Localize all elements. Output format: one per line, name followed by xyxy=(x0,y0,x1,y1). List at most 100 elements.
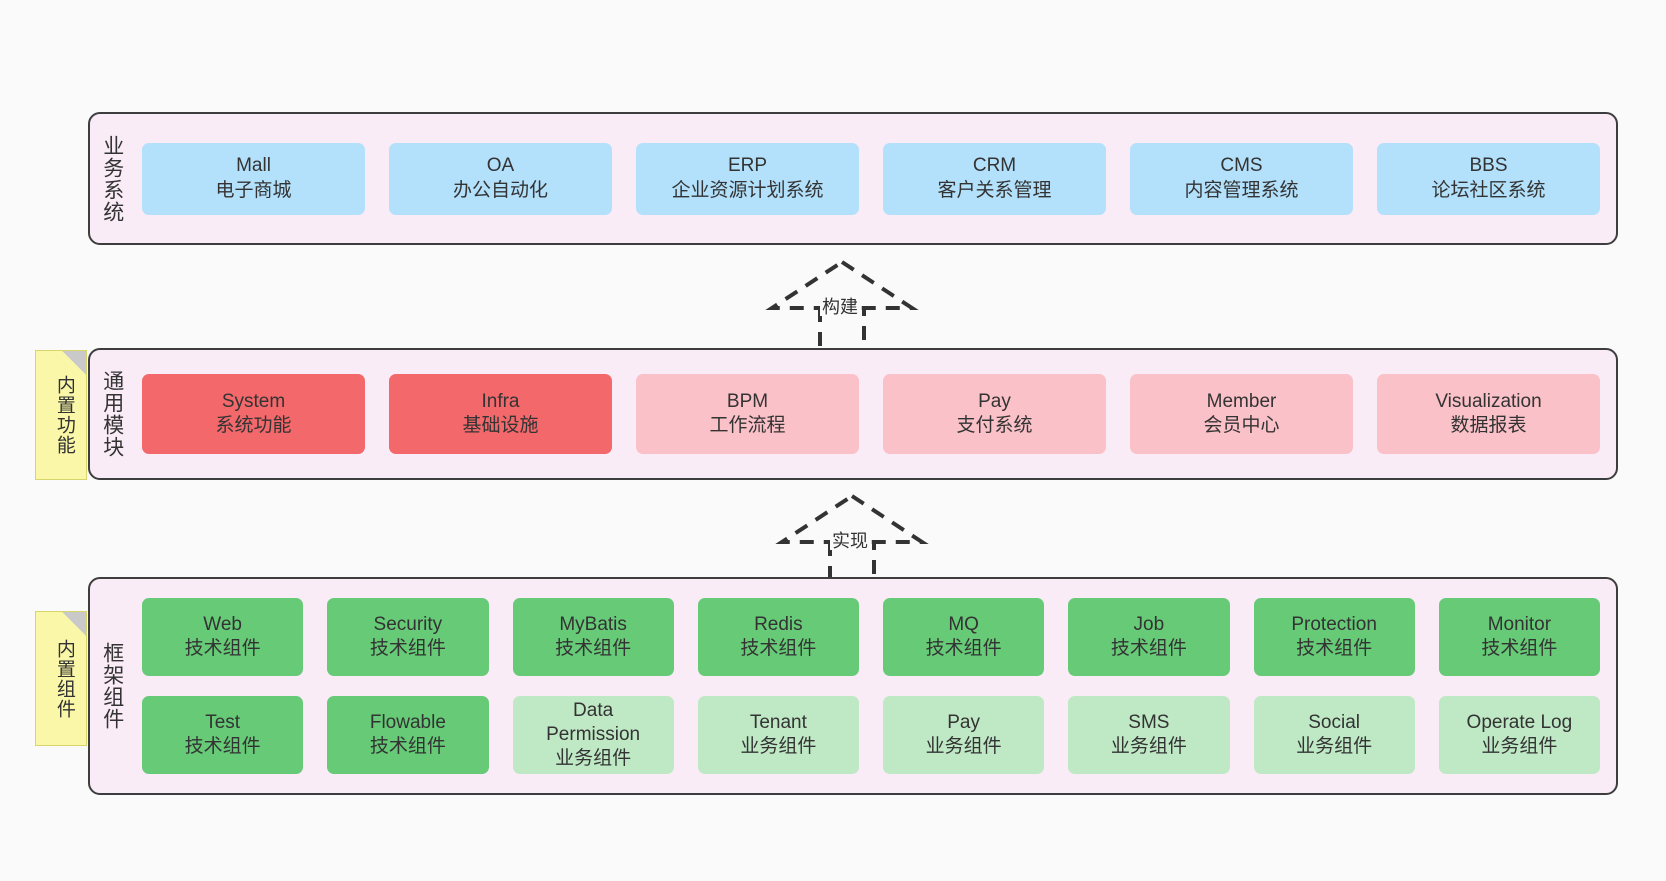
card-title: Protection xyxy=(1291,613,1377,635)
card-visualization[interactable]: Visualization 数据报表 xyxy=(1377,374,1600,454)
card-subtitle: 系统功能 xyxy=(215,415,292,436)
card-title: Security xyxy=(373,613,443,635)
card-operate-log[interactable]: Operate Log 业务组件 xyxy=(1438,696,1600,774)
card-title: BBS xyxy=(1469,155,1508,177)
card-cms[interactable]: CMS 内容管理系统 xyxy=(1130,142,1353,215)
note-fold-icon xyxy=(62,351,86,375)
card-title: OA xyxy=(486,155,515,177)
card-subtitle: 技术组件 xyxy=(184,736,261,757)
connector-implement: 实现 xyxy=(772,490,932,586)
card-subtitle: 技术组件 xyxy=(369,638,446,659)
card-subtitle: 技术组件 xyxy=(369,736,446,757)
card-title: Flowable xyxy=(369,711,446,733)
card-subtitle: 业务组件 xyxy=(1296,736,1373,757)
card-subtitle: 技术组件 xyxy=(555,638,632,659)
layer-label-framework: 框架组件 xyxy=(100,642,124,730)
connector-build: 构建 xyxy=(762,256,922,352)
business-card-row: Mall 电子商城 OA 办公自动化 ERP 企业资源计划系统 CRM 客户关系… xyxy=(142,142,1600,215)
card-subtitle: 技术组件 xyxy=(925,638,1002,659)
layer-framework-components: 框架组件 Web 技术组件 Security 技术组件 MyBatis 技术组件… xyxy=(88,577,1618,795)
card-title: Member xyxy=(1206,390,1277,412)
framework-row-tech: Web 技术组件 Security 技术组件 MyBatis 技术组件 Redi… xyxy=(142,598,1600,676)
card-subtitle: 技术组件 xyxy=(1296,638,1373,659)
note-fold-icon xyxy=(62,612,86,636)
card-title: Redis xyxy=(754,613,803,635)
card-title: Social xyxy=(1308,711,1360,733)
card-subtitle: 电子商城 xyxy=(215,179,292,201)
card-mall[interactable]: Mall 电子商城 xyxy=(142,142,365,215)
card-member[interactable]: Member 会员中心 xyxy=(1130,374,1353,454)
card-infra[interactable]: Infra 基础设施 xyxy=(389,374,612,454)
card-pay-component[interactable]: Pay 业务组件 xyxy=(883,696,1045,774)
modules-card-row: System 系统功能 Infra 基础设施 BPM 工作流程 Pay 支付系统… xyxy=(142,374,1600,454)
card-subtitle: 业务组件 xyxy=(555,748,632,770)
card-title: CMS xyxy=(1220,155,1263,177)
card-social[interactable]: Social 业务组件 xyxy=(1253,696,1415,774)
card-bbs[interactable]: BBS 论坛社区系统 xyxy=(1377,142,1600,215)
card-protection[interactable]: Protection 技术组件 xyxy=(1253,598,1415,676)
card-crm[interactable]: CRM 客户关系管理 xyxy=(883,142,1106,215)
card-subtitle: 会员中心 xyxy=(1203,415,1280,436)
note-label: 内置功能 xyxy=(53,375,75,455)
note-builtin-components: 内置组件 xyxy=(35,611,87,746)
card-title: Tenant xyxy=(749,711,807,733)
card-title: BPM xyxy=(726,390,769,412)
card-title: Operate Log xyxy=(1466,711,1573,733)
card-title-line2: Permission xyxy=(546,723,641,745)
card-subtitle: 技术组件 xyxy=(1481,638,1558,659)
card-subtitle: 工作流程 xyxy=(709,415,786,436)
card-bpm[interactable]: BPM 工作流程 xyxy=(636,374,859,454)
card-subtitle: 技术组件 xyxy=(184,638,261,659)
card-title: Monitor xyxy=(1487,613,1552,635)
card-test[interactable]: Test 技术组件 xyxy=(142,696,304,774)
card-subtitle: 内容管理系统 xyxy=(1184,179,1299,201)
card-data-permission[interactable]: Data Permission 业务组件 xyxy=(512,696,674,774)
card-subtitle: 客户关系管理 xyxy=(937,179,1052,201)
card-flowable[interactable]: Flowable 技术组件 xyxy=(327,696,489,774)
card-system[interactable]: System 系统功能 xyxy=(142,374,365,454)
card-subtitle: 企业资源计划系统 xyxy=(671,179,824,201)
card-subtitle: 业务组件 xyxy=(740,736,817,757)
card-erp[interactable]: ERP 企业资源计划系统 xyxy=(636,142,859,215)
card-title: Infra xyxy=(481,390,520,412)
card-title: Job xyxy=(1133,613,1165,635)
layer-common-modules: 通用模块 System 系统功能 Infra 基础设施 BPM 工作流程 Pay xyxy=(88,348,1618,480)
card-title: Pay xyxy=(978,390,1011,412)
connector-build-label: 构建 xyxy=(820,297,860,317)
connector-implement-label: 实现 xyxy=(830,531,870,551)
card-title: ERP xyxy=(727,155,768,177)
card-job[interactable]: Job 技术组件 xyxy=(1068,598,1230,676)
card-subtitle: 支付系统 xyxy=(956,415,1033,436)
card-oa[interactable]: OA 办公自动化 xyxy=(389,142,612,215)
card-mybatis[interactable]: MyBatis 技术组件 xyxy=(512,598,674,676)
card-subtitle: 技术组件 xyxy=(740,638,817,659)
note-builtin-functions: 内置功能 xyxy=(35,350,87,480)
note-label: 内置组件 xyxy=(53,638,75,719)
card-pay-module[interactable]: Pay 支付系统 xyxy=(883,374,1106,454)
card-redis[interactable]: Redis 技术组件 xyxy=(697,598,859,676)
layer-business-systems: 业务系统 Mall 电子商城 OA 办公自动化 ERP 企业资源计划系统 CRM xyxy=(88,112,1618,245)
card-title: Web xyxy=(203,613,242,635)
card-subtitle: 论坛社区系统 xyxy=(1431,179,1546,201)
card-title: MyBatis xyxy=(559,613,627,635)
card-mq[interactable]: MQ 技术组件 xyxy=(883,598,1045,676)
layer-label-modules: 通用模块 xyxy=(100,370,124,458)
card-title: Mall xyxy=(236,155,271,177)
card-title: MQ xyxy=(948,613,979,635)
layer-body-modules: System 系统功能 Infra 基础设施 BPM 工作流程 Pay 支付系统… xyxy=(134,350,1616,478)
card-subtitle: 业务组件 xyxy=(1110,736,1187,757)
card-web[interactable]: Web 技术组件 xyxy=(142,598,304,676)
layer-body-business: Mall 电子商城 OA 办公自动化 ERP 企业资源计划系统 CRM 客户关系… xyxy=(134,114,1616,243)
card-subtitle: 业务组件 xyxy=(1481,736,1558,757)
card-subtitle: 基础设施 xyxy=(462,415,539,436)
card-monitor[interactable]: Monitor 技术组件 xyxy=(1438,598,1600,676)
card-subtitle: 业务组件 xyxy=(925,736,1002,757)
card-title: Test xyxy=(205,711,241,733)
card-subtitle: 办公自动化 xyxy=(452,179,548,201)
card-sms[interactable]: SMS 业务组件 xyxy=(1068,696,1230,774)
card-title: Pay xyxy=(947,711,980,733)
card-subtitle: 技术组件 xyxy=(1110,638,1187,659)
card-tenant[interactable]: Tenant 业务组件 xyxy=(697,696,859,774)
card-security[interactable]: Security 技术组件 xyxy=(327,598,489,676)
